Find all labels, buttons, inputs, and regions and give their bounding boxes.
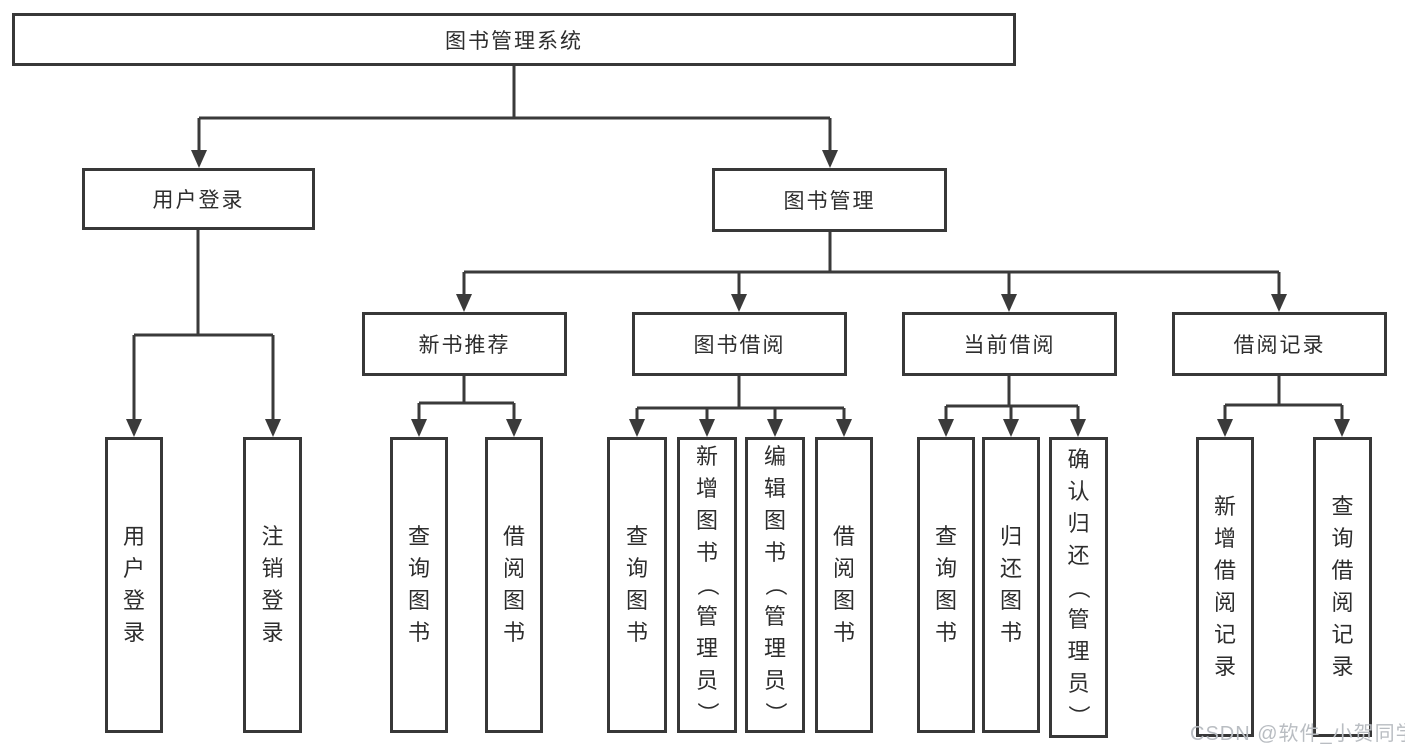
leaf-add-borrow-record-label: 新增借阅记录 <box>1213 494 1236 679</box>
node-current-borrow: 当前借阅 <box>902 312 1117 376</box>
leaf-current-query-books: 查询图书 <box>917 437 975 733</box>
leaf-borrow-query-books-label: 查询图书 <box>625 524 648 645</box>
leaf-user-login-label: 用户登录 <box>122 524 145 645</box>
leaf-logout-label: 注销登录 <box>261 524 284 645</box>
node-book-borrow-label: 图书借阅 <box>693 334 786 357</box>
node-user-login-label: 用户登录 <box>152 189 245 212</box>
leaf-borrow-query-books: 查询图书 <box>607 437 667 733</box>
leaf-return-books-label: 归还图书 <box>999 524 1022 645</box>
leaf-borrow-books: 借阅图书 <box>815 437 873 733</box>
node-current-borrow-label: 当前借阅 <box>963 334 1056 357</box>
leaf-recommend-borrow-books-label: 借阅图书 <box>502 524 525 645</box>
leaf-current-query-books-label: 查询图书 <box>934 524 957 645</box>
leaf-return-books: 归还图书 <box>982 437 1040 733</box>
leaf-logout: 注销登录 <box>243 437 302 733</box>
leaf-query-borrow-record-label: 查询借阅记录 <box>1331 494 1354 679</box>
leaf-confirm-return-admin: 确认归还（管理员） <box>1049 437 1108 738</box>
leaf-recommend-query-books: 查询图书 <box>390 437 448 733</box>
leaf-recommend-query-books-label: 查询图书 <box>407 524 430 645</box>
leaf-add-books-admin-label: 新增图书（管理员） <box>694 444 720 725</box>
leaf-query-borrow-record: 查询借阅记录 <box>1313 437 1372 737</box>
node-root: 图书管理系统 <box>12 13 1016 66</box>
node-root-label: 图书管理系统 <box>445 29 583 53</box>
node-book-borrow: 图书借阅 <box>632 312 847 376</box>
node-borrow-records: 借阅记录 <box>1172 312 1387 376</box>
leaf-edit-books-admin: 编辑图书（管理员） <box>745 437 805 733</box>
node-book-mgmt-label: 图书管理 <box>783 190 876 213</box>
leaf-add-books-admin: 新增图书（管理员） <box>677 437 737 733</box>
node-new-book-recommend: 新书推荐 <box>362 312 567 376</box>
leaf-user-login: 用户登录 <box>105 437 163 733</box>
leaf-add-borrow-record: 新增借阅记录 <box>1196 437 1254 737</box>
csdn-watermark: CSDN @软件_小贺同学 <box>1190 723 1405 745</box>
leaf-confirm-return-admin-label: 确认归还（管理员） <box>1066 446 1092 727</box>
node-borrow-records-label: 借阅记录 <box>1233 334 1326 357</box>
node-new-book-recommend-label: 新书推荐 <box>418 334 511 357</box>
leaf-edit-books-admin-label: 编辑图书（管理员） <box>762 444 788 725</box>
arrowheads <box>126 150 1350 437</box>
leaf-recommend-borrow-books: 借阅图书 <box>485 437 543 733</box>
node-user-login: 用户登录 <box>82 168 315 230</box>
node-book-mgmt: 图书管理 <box>712 168 947 232</box>
leaf-borrow-books-label: 借阅图书 <box>832 524 855 645</box>
